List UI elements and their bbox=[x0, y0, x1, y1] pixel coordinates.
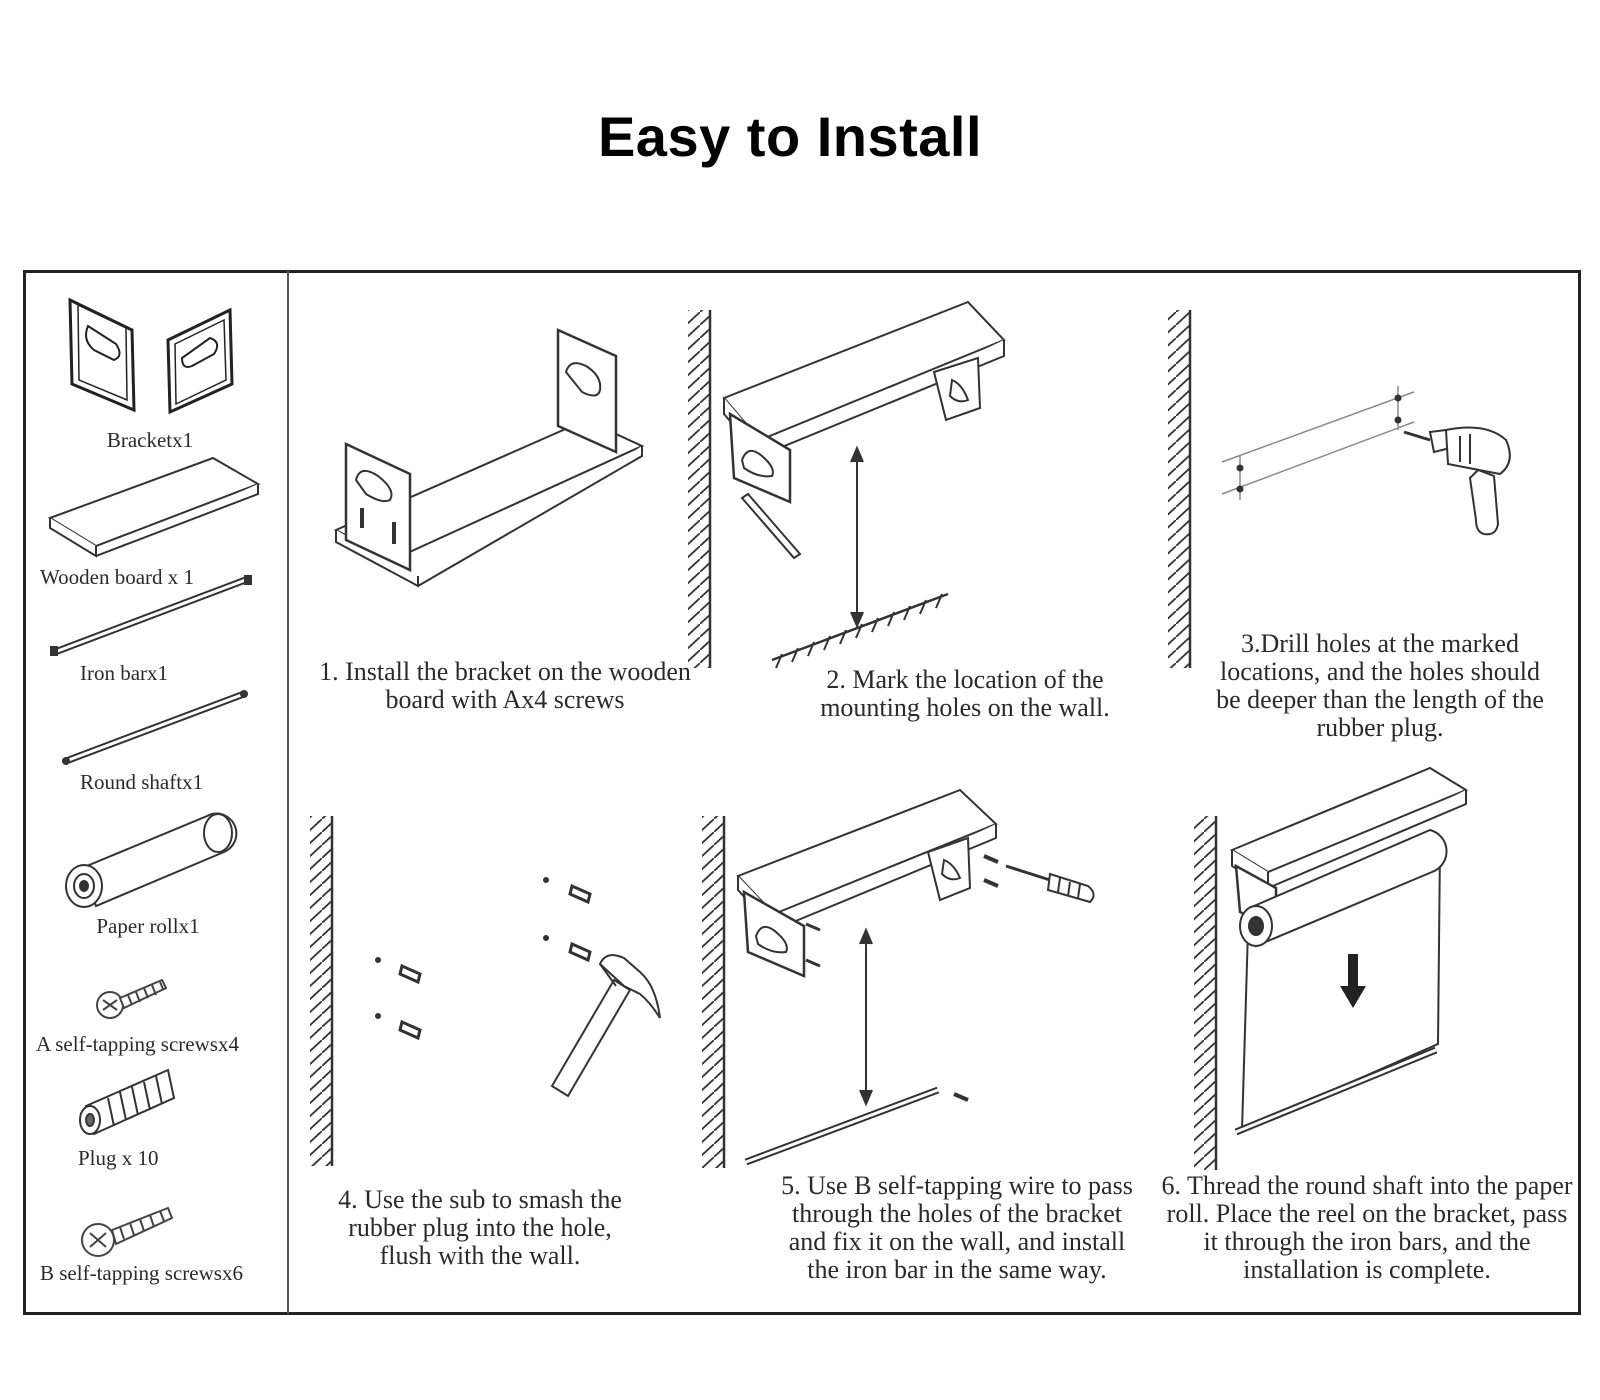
part-label-round-shaft: Round shaftx1 bbox=[80, 770, 204, 794]
step-5-illustration bbox=[702, 788, 999, 1168]
paper-roll-icon bbox=[65, 812, 238, 908]
step-4-caption: 4. Use the sub to smash the rubber plug … bbox=[338, 1185, 622, 1270]
step-3-caption: 3.Drill holes at the marked locations, a… bbox=[1216, 629, 1544, 742]
step-4-illustration bbox=[310, 816, 592, 1166]
bracket-pair-icon bbox=[68, 297, 234, 415]
part-label-iron-bar: Iron barx1 bbox=[80, 661, 169, 685]
plug-marker-2 bbox=[375, 1013, 422, 1041]
screw-a-icon bbox=[96, 978, 168, 1019]
part-label-bracket: Bracketx1 bbox=[106, 428, 194, 452]
part-label-screw-b: B self-tapping screwsx6 bbox=[40, 1261, 243, 1285]
drill-icon bbox=[1403, 426, 1511, 536]
step-5-caption: 5. Use B self-tapping wire to pass throu… bbox=[781, 1171, 1133, 1284]
page-title: Easy to Install bbox=[597, 105, 983, 168]
step-2-illustration bbox=[688, 300, 1006, 669]
step-3-illustration bbox=[1168, 310, 1415, 668]
part-label-wooden-board: Wooden board x 1 bbox=[40, 565, 195, 589]
step-2-caption: 2. Mark the location of the mounting hol… bbox=[820, 665, 1110, 722]
step-1-caption: 1. Install the bracket on the wooden boa… bbox=[319, 657, 691, 714]
part-label-plug: Plug x 10 bbox=[78, 1146, 159, 1170]
iron-bar-icon bbox=[50, 575, 252, 656]
hammer-icon bbox=[550, 954, 661, 1098]
screw-b-icon bbox=[81, 1206, 174, 1257]
down-arrow-icon bbox=[1340, 954, 1366, 1008]
plug-marker-4 bbox=[543, 935, 592, 963]
step-6-illustration bbox=[1194, 766, 1469, 1170]
plug-marker-1 bbox=[375, 957, 422, 985]
parts-column-divider bbox=[287, 271, 289, 1314]
part-label-paper-roll: Paper rollx1 bbox=[96, 914, 200, 938]
instruction-frame bbox=[23, 270, 1581, 1315]
screwdriver-icon bbox=[1005, 864, 1095, 904]
wooden-board-icon bbox=[47, 456, 261, 558]
step-6-caption: 6. Thread the round shaft into the paper… bbox=[1161, 1171, 1573, 1284]
plug-marker-3 bbox=[543, 877, 592, 905]
step-1-illustration bbox=[333, 328, 645, 588]
plug-icon bbox=[79, 1068, 176, 1136]
part-label-screw-a: A self-tapping screwsx4 bbox=[36, 1032, 239, 1056]
round-shaft-icon bbox=[62, 690, 248, 765]
